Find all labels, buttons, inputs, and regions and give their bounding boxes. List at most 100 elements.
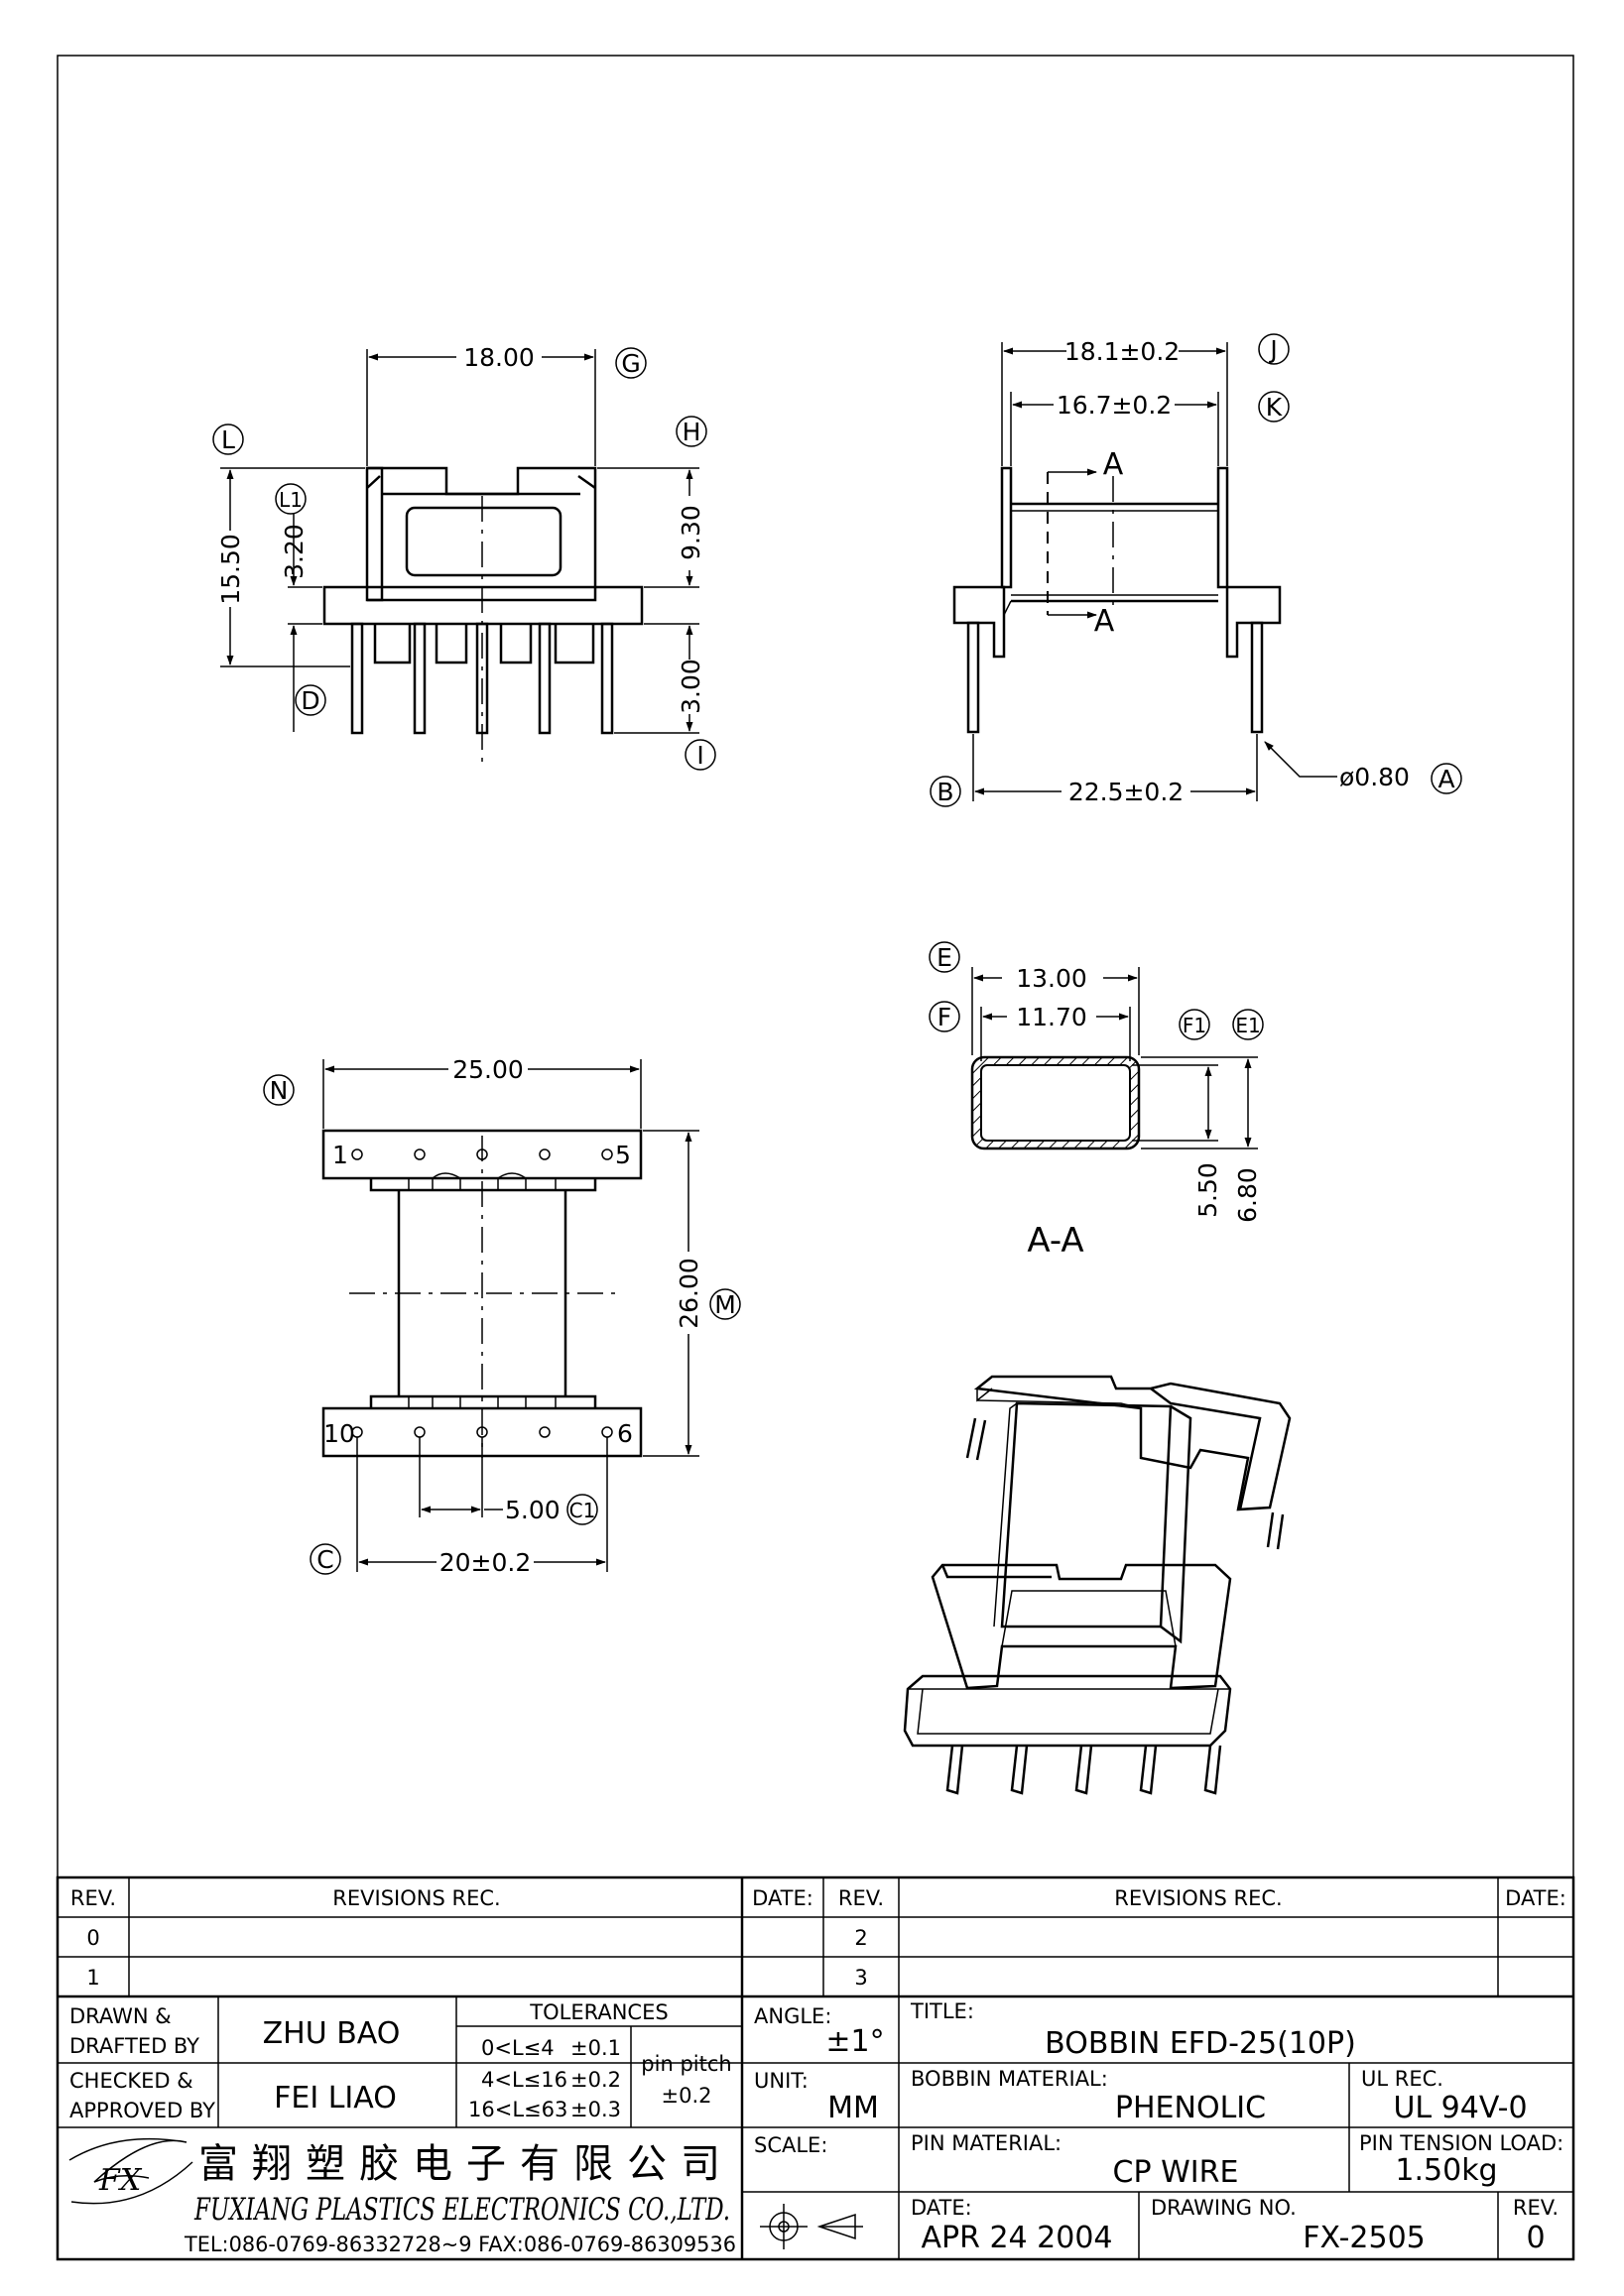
rec-header-left: REVISIONS REC. (332, 1886, 500, 1910)
pin-label-6: 6 (617, 1419, 633, 1448)
pin-material-label: PIN MATERIAL: (911, 2131, 1062, 2155)
drawing-no-label: DRAWING NO. (1151, 2196, 1297, 2220)
company-name-cn: 富翔塑胶电子有限公司 (198, 2141, 734, 2187)
drawn-label-1: DRAWN & (69, 2004, 172, 2028)
dim-sec-outer-w: 13.00 (1016, 964, 1087, 993)
core-window (405, 506, 562, 577)
bubble-h: H (683, 418, 701, 446)
rec-header-right: REVISIONS REC. (1114, 1886, 1282, 1910)
bubble-e: E (937, 943, 952, 972)
dim-pin-dia: ø0.80 (1339, 763, 1410, 791)
checked-label-2: APPROVED BY (69, 2099, 215, 2122)
isometric-view (903, 1375, 1292, 1795)
bubble-a: A (1437, 765, 1454, 793)
rev-1: 1 (86, 1966, 99, 1990)
rev-0: 0 (86, 1926, 99, 1950)
projection-symbol (760, 2204, 863, 2249)
date-value: APR 24 2004 (921, 2221, 1112, 2255)
dim-front-upper: 9.30 (677, 505, 705, 560)
tol-value-1: ±0.2 (570, 2068, 621, 2092)
pin-label-10: 10 (323, 1419, 355, 1448)
bubble-l: L (221, 425, 235, 454)
date-header-right: DATE: (1505, 1886, 1566, 1910)
pin-pitch-label: pin pitch (641, 2052, 731, 2076)
dim-front-height: 15.50 (216, 534, 245, 605)
side-view: 18.1±0.2 16.7±0.2 A A 22.5±0.2 ø0.80 J K… (930, 333, 1462, 807)
dim-side-inner: 16.7±0.2 (1057, 391, 1172, 420)
bubble-k: K (1266, 393, 1283, 422)
dim-front-flange: 3.20 (280, 524, 309, 579)
tol-value-0: ±0.1 (570, 2036, 621, 2060)
title-label: TITLE: (910, 1999, 974, 2023)
bubble-c1: C1 (569, 1499, 596, 1522)
date-label: DATE: (911, 2196, 972, 2220)
bobbin-material-label: BOBBIN MATERIAL: (911, 2067, 1108, 2091)
pin-label-1: 1 (332, 1141, 348, 1169)
dim-front-width: 18.00 (463, 343, 535, 372)
company-contact: TEL:086-0769-86332728~9 FAX:086-0769-863… (184, 2233, 736, 2256)
dim-bottom-pitch: 5.00 (505, 1496, 561, 1524)
dim-sec-inner-w: 11.70 (1016, 1003, 1087, 1031)
pin-pitch-value: ±0.2 (662, 2084, 712, 2108)
ul-rec: UL 94V-0 (1393, 2091, 1527, 2125)
drawing-no: FX-2505 (1303, 2221, 1426, 2255)
checked-by: FEI LIAO (274, 2081, 397, 2115)
bubble-g: G (621, 349, 640, 378)
bubble-c: C (316, 1545, 333, 1574)
front-view: 18.00 15.50 3.20 9.30 3.00 G H L L1 (212, 343, 716, 771)
pin-tension: 1.50kg (1395, 2153, 1497, 2188)
ul-rec-label: UL REC. (1361, 2067, 1443, 2091)
section-view: 13.00 11.70 5.50 6.80 A-A E F F1 E1 (929, 941, 1264, 1261)
dim-front-pin: 3.00 (677, 659, 705, 714)
bubble-i: I (696, 741, 703, 770)
scale-label: SCALE: (754, 2133, 827, 2157)
bubble-b: B (937, 778, 953, 806)
drawing-title: BOBBIN EFD-25(10P) (1045, 2026, 1356, 2061)
rev-label: REV. (1513, 2196, 1559, 2220)
company-name-en: FUXIANG PLASTICS ELECTRONICS CO.,LTD. (193, 2192, 730, 2228)
bubble-f1: F1 (1183, 1014, 1206, 1037)
unit-value: MM (827, 2091, 879, 2125)
bubble-j: J (1268, 335, 1277, 364)
dim-bottom-row: 20±0.2 (439, 1548, 532, 1577)
bubble-l1: L1 (279, 488, 303, 512)
sheet-border (57, 55, 1574, 2260)
bubble-m: M (714, 1290, 736, 1319)
bubble-d: D (301, 686, 319, 715)
tol-range-0: 0<L≤4 (481, 2036, 555, 2060)
rev-value: 0 (1526, 2221, 1545, 2255)
dim-bottom-length: 26.00 (675, 1258, 703, 1329)
bobbin-material: PHENOLIC (1115, 2091, 1266, 2125)
checked-label-1: CHECKED & (69, 2069, 193, 2093)
pin-label-5: 5 (615, 1141, 631, 1169)
title-block: REV. REVISIONS REC. DATE: REV. REVISIONS… (56, 1875, 1575, 2261)
bottom-view: 1 5 10 6 25.00 26.00 5.00 20±0.2 N M C1 (263, 1055, 741, 1577)
rev-2: 2 (854, 1926, 867, 1950)
drawn-by: ZHU BAO (263, 2016, 401, 2051)
drawn-label-2: DRAFTED BY (69, 2034, 199, 2058)
tol-value-2: ±0.3 (570, 2098, 621, 2121)
dim-side-pins: 22.5±0.2 (1068, 778, 1184, 806)
tolerances-header: TOLERANCES (529, 2000, 668, 2024)
tol-range-1: 4<L≤16 (481, 2068, 567, 2092)
bubble-f: F (937, 1003, 951, 1031)
unit-label: UNIT: (754, 2069, 809, 2093)
rev-header-right: REV. (838, 1886, 884, 1910)
angle-label: ANGLE: (754, 2004, 831, 2028)
pin-tension-label: PIN TENSION LOAD: (1359, 2131, 1563, 2155)
rev-header-left: REV. (70, 1886, 116, 1910)
bubble-e1: E1 (1235, 1014, 1260, 1037)
dim-side-outer: 18.1±0.2 (1064, 337, 1180, 366)
angle-value: ±1° (825, 2024, 884, 2059)
dim-bottom-width: 25.00 (452, 1055, 524, 1084)
dim-sec-inner-h: 5.50 (1193, 1162, 1222, 1218)
bubble-n: N (270, 1076, 289, 1105)
section-label: A-A (1027, 1221, 1083, 1261)
dim-sec-outer-h: 6.80 (1233, 1167, 1262, 1223)
date-header-left: DATE: (752, 1886, 813, 1910)
rev-3: 3 (854, 1966, 867, 1990)
logo-text: FX (98, 2163, 143, 2198)
company-logo: FX (68, 2137, 193, 2205)
section-mark-top: A (1103, 447, 1124, 482)
